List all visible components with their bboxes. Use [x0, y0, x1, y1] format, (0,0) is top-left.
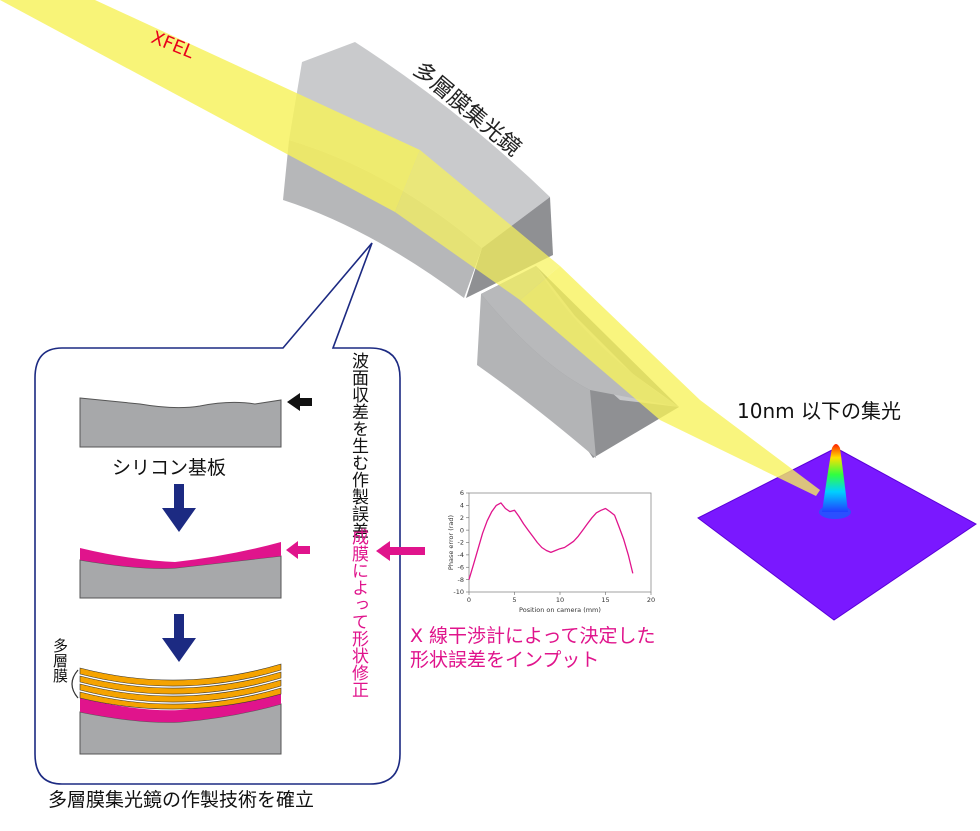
multilayer-bracket [71, 669, 79, 699]
chart-y-tick-label: 6 [460, 489, 464, 497]
callout-bubble [34, 242, 401, 785]
footer-caption: 多層膜集光鏡の作製技術を確立 [48, 789, 314, 811]
mirror1-front-face [283, 140, 482, 298]
chart-y-tick-label: -6 [458, 563, 464, 571]
correction-coating-layer [80, 542, 281, 569]
chart-plot-area [468, 492, 652, 593]
interferometer-line-1: X 線干渉計によって決定した [410, 625, 656, 647]
mirror2-front-face [477, 294, 596, 458]
chart-y-tick-label: 2 [460, 514, 464, 522]
correction-arrow [286, 541, 310, 559]
process-arrow-2 [162, 614, 196, 662]
process-arrow-1 [162, 484, 196, 532]
chart-y-tick-label: -4 [458, 551, 464, 559]
xfel-beam-incoming [0, 0, 420, 212]
xfel-beam-converging [520, 266, 820, 496]
chart-x-tick-label: 5 [512, 596, 516, 604]
error-arrow [287, 393, 312, 411]
focus-peak [822, 444, 848, 512]
chart-y-tick-label: -8 [458, 576, 464, 584]
mirror1-top-face [289, 42, 550, 248]
substrate-label: シリコン基板 [112, 457, 226, 479]
silicon-substrate-raw [79, 397, 282, 448]
chart-y-tick-label: 0 [460, 526, 464, 534]
input-arrow [376, 541, 425, 561]
chart-y-axis-label: Phase error (rad) [447, 515, 455, 570]
interferometer-line-2: 形状誤差をインプット [410, 649, 599, 671]
chart-x-tick-label: 20 [647, 596, 655, 604]
multilayer-label: 多層膜 [51, 638, 69, 684]
xfel-beam-mid [395, 150, 560, 300]
chart-x-tick-label: 0 [467, 596, 471, 604]
wavefront-note: 波面収差を生む作製誤差 [348, 352, 369, 539]
chart-x-tick-label: 15 [601, 596, 609, 604]
multilayer-stack [79, 663, 282, 710]
chart-x-tick-label: 10 [556, 596, 564, 604]
chart-series-line [468, 502, 634, 580]
chart-y-tick-label: -10 [453, 588, 464, 596]
chart-x-axis-label: Position on camera (mm) [519, 606, 601, 614]
chart-y-tick-label: -2 [458, 539, 464, 547]
focus-plane [698, 448, 976, 620]
correction-note: 成膜によって形状修正 [348, 528, 369, 698]
focus-label: 10nm 以下の集光 [737, 399, 901, 423]
chart-y-tick-label: 4 [460, 502, 464, 510]
multilayer-coating-base [80, 690, 281, 723]
